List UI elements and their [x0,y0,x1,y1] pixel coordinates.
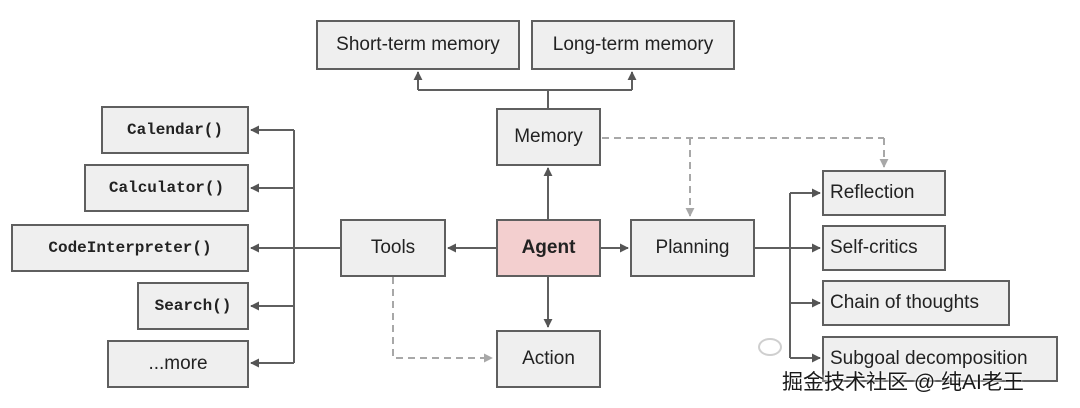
reflection-label: Reflection [830,182,915,203]
subgoal-decomposition-label: Subgoal decomposition [830,348,1028,369]
more-label: ...more [148,353,208,374]
reflection-node: Reflection [822,170,946,216]
wechat-logo-icon [758,338,782,356]
memory-node: Memory [496,108,601,166]
short-term-memory-node: Short-term memory [316,20,520,70]
planning-node: Planning [630,219,755,277]
calendar-label: Calendar() [126,121,223,139]
self-critics-label: Self-critics [830,237,918,258]
search-node: Search() [137,282,249,330]
self-critics-node: Self-critics [822,225,946,271]
planning-label: Planning [655,237,730,258]
chain-of-thoughts-node: Chain of thoughts [822,280,1010,326]
action-label: Action [522,348,575,369]
watermark-text: 掘金技术社区 @ 纯AI老王 [782,371,1024,394]
subgoal-decomposition-node: Subgoal decomposition [822,336,1058,382]
search-label: Search() [154,297,232,315]
agent-label: Agent [521,237,576,258]
calculator-label: Calculator() [108,179,225,197]
action-node: Action [496,330,601,388]
long-term-memory-label: Long-term memory [552,34,714,55]
code-interpreter-node: CodeInterpreter() [11,224,249,272]
tools-label: Tools [370,237,416,258]
code-interpreter-label: CodeInterpreter() [48,239,212,257]
long-term-memory-node: Long-term memory [531,20,735,70]
agent-node: Agent [496,219,601,277]
calendar-node: Calendar() [101,106,249,154]
calculator-node: Calculator() [84,164,249,212]
more-node: ...more [107,340,249,388]
dashed-tools-to-action [392,277,493,363]
short-term-memory-label: Short-term memory [336,34,500,55]
memory-label: Memory [514,126,583,147]
tools-node: Tools [340,219,446,277]
chain-of-thoughts-label: Chain of thoughts [830,292,979,313]
